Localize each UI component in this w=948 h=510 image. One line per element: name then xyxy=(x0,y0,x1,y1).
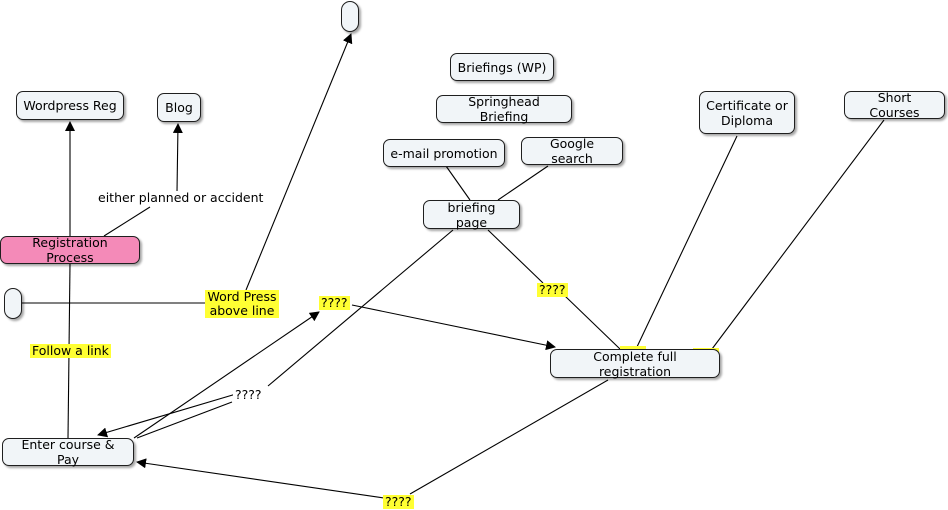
link-enter-course-to-q-mid xyxy=(133,311,320,439)
label-word-press-above-line: Word Press above line xyxy=(205,290,279,318)
node-google-search[interactable]: Google search xyxy=(521,136,623,166)
link-complete-to-q-bottom xyxy=(409,379,609,495)
node-blog-label: Blog xyxy=(165,100,193,115)
link-either-to-blog xyxy=(172,123,183,193)
node-wordpress-reg[interactable]: Wordpress Reg xyxy=(16,91,124,120)
node-blog[interactable]: Blog xyxy=(157,93,201,122)
label-q-mid: ???? xyxy=(319,295,350,310)
link-q-left-low-to-enter-course xyxy=(136,401,233,439)
node-briefing-page-label: briefing page xyxy=(447,199,496,230)
node-complete-full-registration-label: Complete full registration xyxy=(593,348,677,379)
node-registration-process[interactable]: Registration Process xyxy=(0,235,140,265)
label-follow-a-link: Follow a link xyxy=(30,343,111,358)
node-certificate-or-diploma[interactable]: Certificate or Diploma xyxy=(699,91,795,134)
link-q-left-low-to-enter-arrow xyxy=(97,393,237,438)
node-briefings-wp[interactable]: Briefings (WP) xyxy=(450,53,554,81)
node-springhead-briefing[interactable]: Springhead Briefing xyxy=(436,94,572,124)
node-email-promotion[interactable]: e-mail promotion xyxy=(383,139,505,167)
node-enter-course-and-pay[interactable]: Enter course & Pay xyxy=(2,437,134,467)
link-briefing-to-q-right xyxy=(487,229,544,284)
node-enter-course-and-pay-label: Enter course & Pay xyxy=(21,437,115,467)
node-springhead-briefing-label: Springhead Briefing xyxy=(468,94,540,124)
link-google-to-briefing xyxy=(497,165,549,201)
node-briefings-wp-label: Briefings (WP) xyxy=(457,59,547,75)
link-q-mid-to-complete xyxy=(351,304,556,351)
link-word-press-to-top-empty xyxy=(245,33,353,291)
node-short-courses[interactable]: Short Courses xyxy=(844,90,945,120)
node-short-courses-label: Short Courses xyxy=(869,90,920,120)
label-q-left-low: ???? xyxy=(233,387,264,402)
node-certificate-or-diploma-label: Certificate or Diploma xyxy=(706,97,788,128)
link-email-to-briefing xyxy=(445,165,471,201)
node-google-search-label: Google search xyxy=(549,136,595,166)
node-complete-full-registration[interactable]: Complete full registration xyxy=(550,348,720,379)
empty-node-left[interactable] xyxy=(4,288,22,319)
node-wordpress-reg-label: Wordpress Reg xyxy=(23,98,117,113)
node-registration-process-label: Registration Process xyxy=(32,235,108,265)
empty-node-top[interactable] xyxy=(341,1,359,32)
link-short-courses-to-complete xyxy=(711,119,885,350)
label-word-press-line1: Word Press xyxy=(207,289,277,304)
label-q-bottom: ???? xyxy=(383,494,414,509)
link-q-bottom-to-enter-course xyxy=(136,458,385,499)
link-registration-to-either xyxy=(103,206,151,237)
link-q-right-to-complete xyxy=(564,295,621,350)
node-briefing-page[interactable]: briefing page xyxy=(423,199,520,230)
label-word-press-line2: above line xyxy=(209,303,275,318)
label-either-planned-or-accident: either planned or accident xyxy=(96,190,266,205)
link-certificate-to-complete xyxy=(635,135,738,350)
node-email-promotion-label: e-mail promotion xyxy=(390,145,498,161)
link-briefing-to-q-left-low xyxy=(267,229,454,387)
label-q-right: ???? xyxy=(537,282,568,297)
